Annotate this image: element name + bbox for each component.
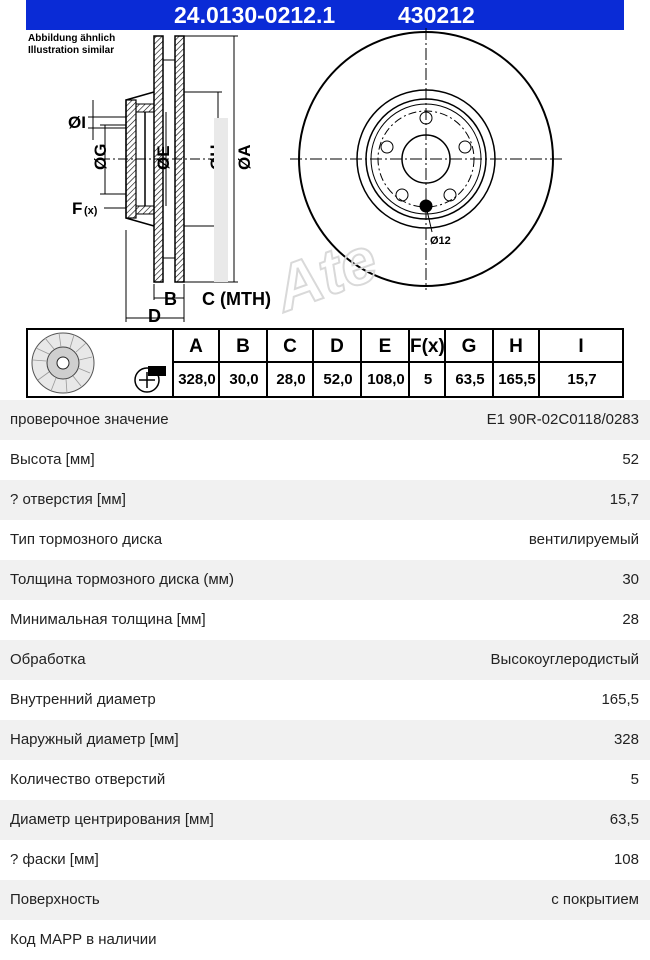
property-label: Обработка bbox=[10, 651, 86, 668]
property-row: Наружный диаметр [мм] 328 bbox=[0, 720, 650, 760]
ate-watermark-logo: Ate bbox=[263, 222, 386, 326]
dimension-lines bbox=[88, 35, 238, 322]
property-label: проверочное значение bbox=[10, 411, 169, 428]
dim-label-c: C (MTH) bbox=[202, 289, 271, 309]
property-row: ? фаски [мм] 108 bbox=[0, 840, 650, 880]
technical-drawing: Abbildung ähnlich Illustration similar bbox=[28, 28, 562, 327]
spec-header-5: F(x) bbox=[408, 330, 445, 363]
property-row: Толщина тормозного диска (мм) 30 bbox=[0, 560, 650, 600]
spec-header-7: H bbox=[492, 330, 538, 363]
header-bar: 24.0130-0212.1 430212 bbox=[26, 0, 624, 30]
property-value: 52 bbox=[622, 451, 639, 468]
spec-value-5: 5 bbox=[408, 363, 446, 396]
property-row: Количество отверстий 5 bbox=[0, 760, 650, 800]
spec-value-3: 52,0 bbox=[312, 363, 362, 396]
property-row: Внутренний диаметр 165,5 bbox=[0, 680, 650, 720]
property-label: Высота [мм] bbox=[10, 451, 95, 468]
spec-header-4: E bbox=[360, 330, 408, 363]
spec-header-6: G bbox=[444, 330, 492, 363]
illustration-note-de: Abbildung ähnlich bbox=[28, 33, 115, 44]
spec-value-6: 63,5 bbox=[444, 363, 494, 396]
property-value: вентилируемый bbox=[528, 531, 639, 548]
property-row: Высота [мм] 52 bbox=[0, 440, 650, 480]
property-row: Минимальная толщина [мм] 28 bbox=[0, 600, 650, 640]
spec-header-8: I bbox=[538, 330, 622, 363]
spec-header-0: A bbox=[172, 330, 218, 363]
property-label: Тип тормозного диска bbox=[10, 531, 163, 548]
spec-value-8: 15,7 bbox=[538, 363, 624, 396]
dim-label-f-sup: (x) bbox=[84, 205, 98, 217]
property-row: Поверхность с покрытием bbox=[0, 880, 650, 920]
property-label: ? фаски [мм] bbox=[10, 851, 99, 868]
article-number: 430212 bbox=[398, 2, 475, 28]
property-value: 30 bbox=[622, 571, 639, 588]
dim-label-f: F bbox=[72, 199, 82, 218]
part-number: 24.0130-0212.1 bbox=[174, 2, 336, 28]
dim-label-e: ØE bbox=[154, 145, 173, 170]
illustration-note-en: Illustration similar bbox=[28, 45, 114, 56]
property-row: Обработка Высокоуглеродистый bbox=[0, 640, 650, 680]
property-label: Наружный диаметр [мм] bbox=[10, 731, 179, 748]
property-value: 165,5 bbox=[601, 691, 639, 708]
property-value: 328 bbox=[613, 731, 639, 748]
property-label: Внутренний диаметр bbox=[10, 691, 156, 708]
dim-label-g: ØG bbox=[91, 144, 110, 170]
property-value: 15,7 bbox=[609, 491, 639, 508]
property-label: ? отверстия [мм] bbox=[10, 491, 126, 508]
property-label: Количество отверстий bbox=[10, 771, 166, 788]
property-label: Толщина тормозного диска (мм) bbox=[10, 571, 234, 588]
property-value: E1 90R-02C0118/0283 bbox=[486, 411, 639, 428]
spec-value-1: 30,0 bbox=[218, 363, 268, 396]
disc-front-view bbox=[214, 28, 562, 290]
property-value: 28 bbox=[622, 611, 639, 628]
disc-thumbnail bbox=[28, 330, 174, 396]
property-label: Код MAPP в наличии bbox=[10, 931, 157, 948]
property-value: с покрытием bbox=[551, 891, 639, 908]
property-value: 63,5 bbox=[609, 811, 639, 828]
dim-label-a: ØA bbox=[235, 145, 254, 171]
dim-label-i: ØI bbox=[68, 113, 86, 132]
spec-value-2: 28,0 bbox=[266, 363, 314, 396]
spec-value-7: 165,5 bbox=[492, 363, 540, 396]
property-value: 5 bbox=[630, 771, 639, 788]
property-value: Высокоуглеродистый bbox=[490, 651, 639, 668]
property-row: Код MAPP в наличии bbox=[0, 920, 650, 960]
property-row: Диаметр центрирования [мм] 63,5 bbox=[0, 800, 650, 840]
dim-label-d: D bbox=[148, 306, 161, 326]
property-value: 108 bbox=[613, 851, 639, 868]
property-row: проверочное значение E1 90R-02C0118/0283 bbox=[0, 400, 650, 440]
property-label: Диаметр центрирования [мм] bbox=[10, 811, 214, 828]
hole-diameter-label: Ø12 bbox=[430, 235, 451, 247]
property-label: Минимальная толщина [мм] bbox=[10, 611, 206, 628]
dim-label-b: B bbox=[164, 289, 177, 309]
property-label: Поверхность bbox=[10, 891, 100, 908]
spec-value-0: 328,0 bbox=[172, 363, 220, 396]
property-row: Тип тормозного диска вентилируемый bbox=[0, 520, 650, 560]
spec-header-2: C bbox=[266, 330, 312, 363]
spec-header-3: D bbox=[312, 330, 360, 363]
spec-header-1: B bbox=[218, 330, 266, 363]
disc-thumbnail-icon bbox=[31, 332, 166, 394]
property-row: ? отверстия [мм] 15,7 bbox=[0, 480, 650, 520]
spec-value-4: 108,0 bbox=[360, 363, 410, 396]
